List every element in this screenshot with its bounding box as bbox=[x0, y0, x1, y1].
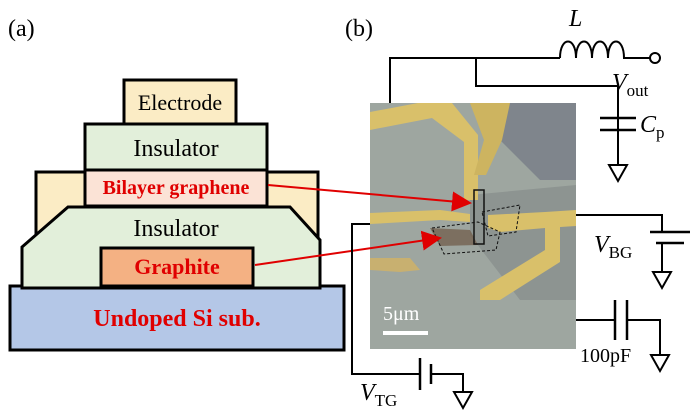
vout-label: Vout bbox=[612, 70, 649, 100]
insulator-bottom-label: Insulator bbox=[133, 216, 218, 242]
inductor-symbol bbox=[559, 40, 650, 59]
inductor-label: L bbox=[568, 6, 582, 32]
vtg-wire bbox=[351, 223, 420, 375]
cp-label: Cp bbox=[640, 112, 665, 142]
vbg-label: VBG bbox=[594, 232, 632, 262]
bilayer-layer bbox=[83, 168, 269, 208]
panel-a-label: (a) bbox=[8, 16, 35, 42]
micrograph bbox=[370, 103, 576, 349]
vbg-wire bbox=[576, 214, 663, 232]
insulator-top-label: Insulator bbox=[133, 136, 218, 162]
pf-ground-icon bbox=[649, 354, 671, 374]
electrode-label: Electrode bbox=[138, 90, 222, 115]
panel-b-label: (b) bbox=[345, 16, 373, 42]
vout-terminal bbox=[649, 52, 661, 64]
vtg-ground-icon bbox=[452, 391, 474, 411]
substrate-label: Undoped Si sub. bbox=[93, 306, 260, 332]
substrate-layer bbox=[8, 284, 346, 352]
bilayer-label: Bilayer graphene bbox=[103, 177, 250, 199]
graphite-layer bbox=[99, 246, 255, 288]
cp-wire bbox=[475, 58, 619, 158]
bilayer-arrow bbox=[267, 184, 472, 212]
pf-label: 100pF bbox=[580, 345, 631, 367]
top-insulator-layer bbox=[83, 122, 269, 172]
scale-bar-label: 5μm bbox=[383, 303, 420, 325]
vbg-ground-icon bbox=[651, 271, 673, 291]
top-electrode-layer bbox=[122, 78, 238, 126]
graphite-arrow bbox=[254, 230, 442, 266]
vtg-label: VTG bbox=[360, 380, 397, 410]
top-wire bbox=[389, 57, 560, 103]
graphite-label: Graphite bbox=[134, 254, 220, 279]
cp-ground-icon bbox=[607, 164, 629, 184]
